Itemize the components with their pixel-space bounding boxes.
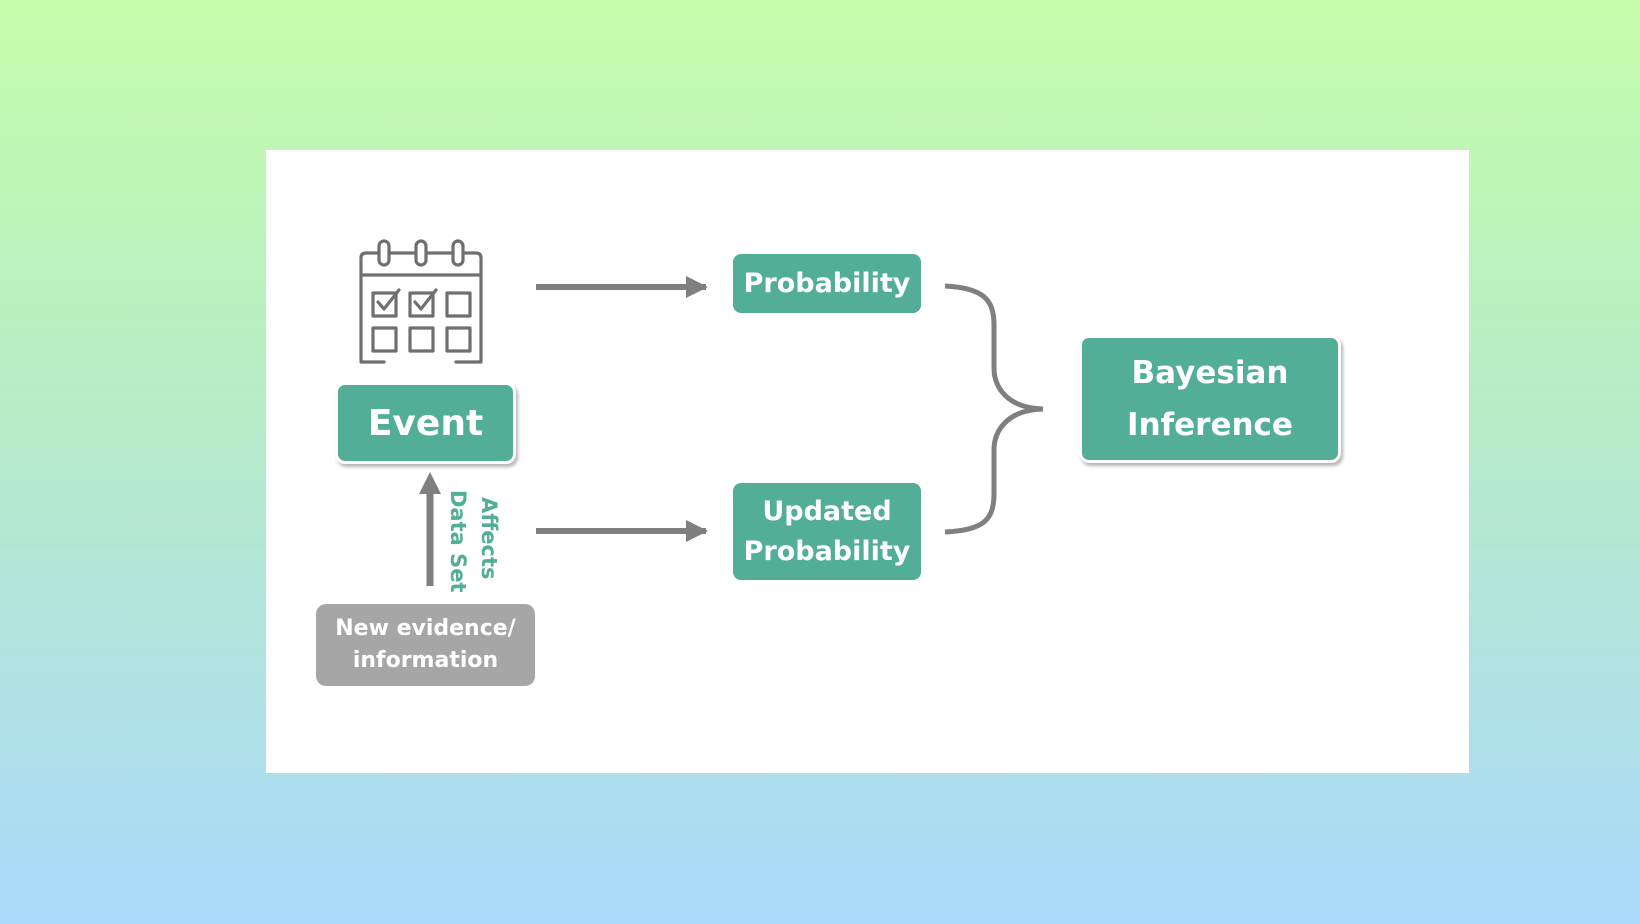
diagram-card: Event Probability Updated Probability Ba… [266,150,1469,773]
merge-brace [944,283,1044,535]
bayesian-inference-line-2: Inference [1127,407,1293,443]
arrow-evidence-to-updated-probability [536,520,708,542]
arrow-label-affects: Affects [477,497,501,580]
new-evidence-line-1: New evidence/ [335,616,516,641]
arrow-evidence-to-event [419,472,441,586]
new-evidence-line-2: information [352,648,499,673]
updated-probability-line-2: Probability [743,535,911,567]
connectors [419,276,1044,586]
calendar-check-icon [359,239,483,364]
bayesian-inference-box: Bayesian Inference [1079,335,1341,463]
probability-box: Probability [733,254,921,313]
new-evidence-box: New evidence/ information [316,604,535,686]
arrow-event-to-probability [536,276,708,298]
updated-probability-box: Updated Probability [733,483,921,580]
bayesian-inference-line-1: Bayesian [1131,355,1289,391]
event-label: Event [367,402,484,444]
probability-label: Probability [743,268,911,299]
arrow-label-data-set: Data Set [446,490,470,593]
updated-probability-line-1: Updated [762,495,892,527]
event-box: Event [335,382,516,464]
